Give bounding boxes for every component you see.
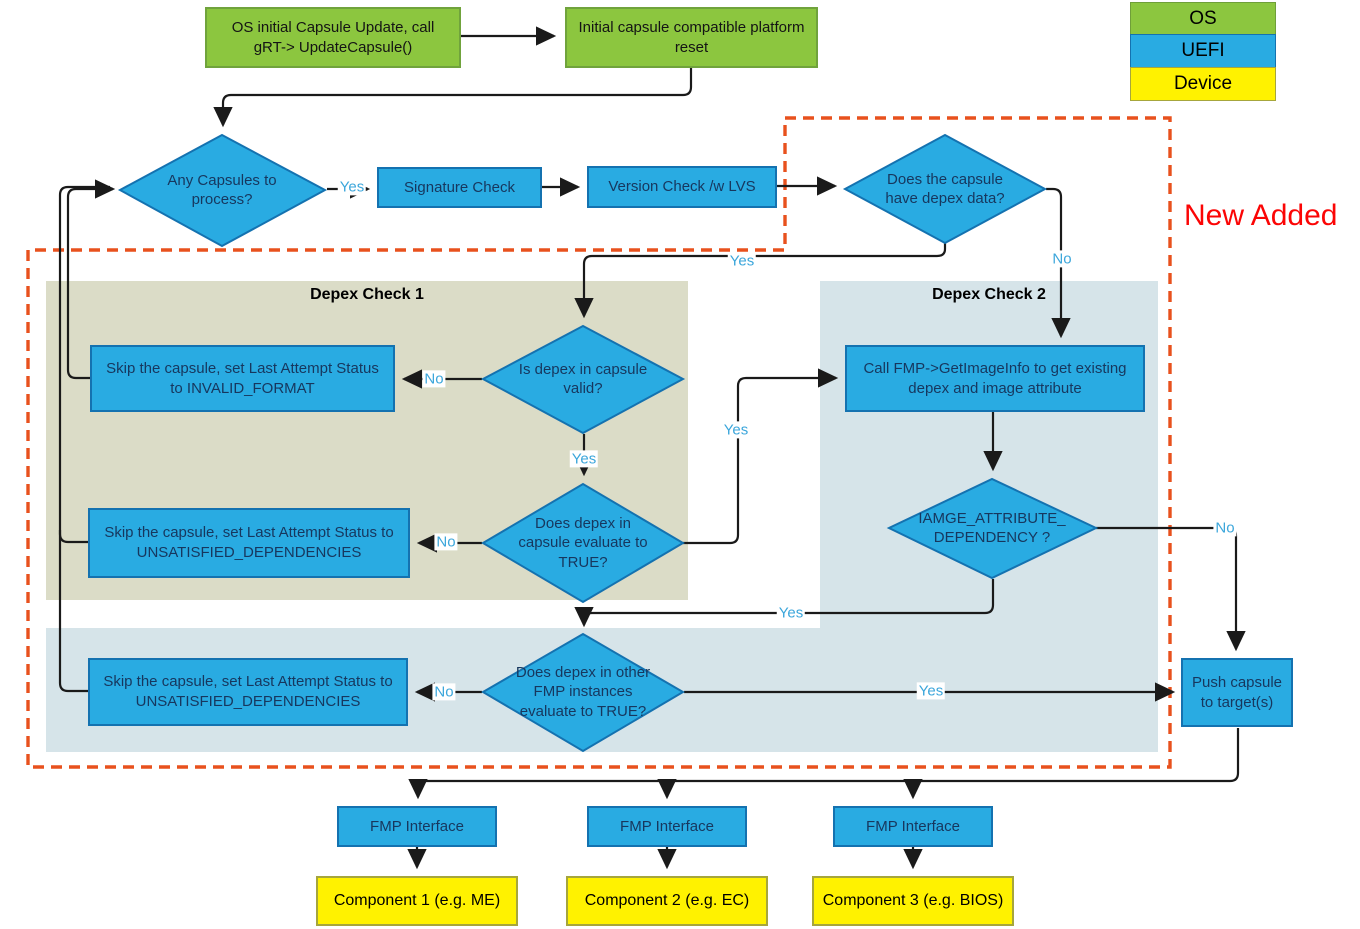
edge-unsatisfied2-feedback <box>58 530 88 693</box>
depex-evaluate-diamond <box>481 482 685 604</box>
node-fmp-interface-3: FMP Interface <box>833 806 993 847</box>
image-attribute-diamond-text: IAMGE_ATTRIBUTE_ DEPENDENCY ? <box>918 509 1066 547</box>
edge-depex-evaluate-yes <box>683 368 839 545</box>
node-os-update: OS initial Capsule Update, call gRT-> Up… <box>205 7 461 68</box>
node-component-3: Component 3 (e.g. BIOS) <box>812 876 1014 926</box>
node-platform-reset: Initial capsule compatible platform rese… <box>565 7 818 68</box>
node-get-image-info: Call FMP->GetImageInfo to get existing d… <box>845 345 1145 412</box>
edge-label-image-attribute-no: No <box>1213 519 1237 537</box>
node-component-1: Component 1 (e.g. ME) <box>316 876 518 926</box>
edge-label-image-attribute-yes: Yes <box>776 604 806 622</box>
new-added-annotation: New Added <box>1184 199 1338 232</box>
edge-label-depex-valid-yes: Yes <box>569 450 599 468</box>
edge-reset-to-any-capsules <box>213 68 693 128</box>
depex-check-1-title: Depex Check 1 <box>310 286 424 303</box>
legend-item-os: OS <box>1130 2 1276 36</box>
image-attribute-diamond <box>886 477 1099 580</box>
edge-unsatisfied1-feedback <box>58 185 110 544</box>
edge-label-other-fmp-yes: Yes <box>916 682 946 700</box>
node-version-check: Version Check /w LVS <box>587 166 777 208</box>
node-fmp-interface-1: FMP Interface <box>337 806 497 847</box>
have-depex-diamond-text: Does the capsule have depex data? <box>885 170 1005 208</box>
new-added-dashed-outline <box>26 116 1172 769</box>
edge-label-have-depex-no: No <box>1050 250 1074 268</box>
depex-valid-diamond <box>480 324 686 435</box>
edge-attribute-no <box>1096 526 1246 652</box>
node-fmp-interface-2: FMP Interface <box>587 806 747 847</box>
any-capsules-diamond-text: Any Capsules to process? <box>167 171 277 209</box>
edge-push-to-fmp1 <box>408 728 1240 800</box>
node-skip-unsatisfied-1: Skip the capsule, set Last Attempt Statu… <box>88 508 410 578</box>
depex-evaluate-diamond-text: Does depex in capsule evaluate to TRUE? <box>518 514 648 571</box>
edge-label-depex-evaluate-no: No <box>434 533 458 551</box>
node-skip-invalid-format: Skip the capsule, set Last Attempt Statu… <box>90 345 395 412</box>
legend-item-device: Device <box>1130 66 1276 101</box>
legend-item-uefi: UEFI <box>1130 34 1276 69</box>
have-depex-diamond <box>842 133 1048 245</box>
edge-have-depex-yes <box>574 243 947 319</box>
other-fmp-diamond-text: Does depex in other FMP instances evalua… <box>515 663 651 720</box>
node-skip-unsatisfied-2: Skip the capsule, set Last Attempt Statu… <box>88 658 408 726</box>
diamonds <box>117 133 1099 753</box>
edge-label-have-depex-yes: Yes <box>727 252 757 270</box>
node-push-capsule: Push capsule to target(s) <box>1181 658 1293 727</box>
node-component-2: Component 2 (e.g. EC) <box>566 876 768 926</box>
depex-valid-diamond-text: Is depex in capsule valid? <box>518 360 648 398</box>
edge-have-depex-no <box>1046 187 1071 339</box>
other-fmp-diamond <box>481 632 685 753</box>
edge-invalid-format-feedback <box>66 179 116 380</box>
legend: OS UEFI Device <box>1130 2 1276 101</box>
edge-label-depex-valid-no: No <box>422 370 446 388</box>
any-capsules-diamond <box>117 133 328 248</box>
depex-check-2-title: Depex Check 2 <box>932 286 1046 303</box>
edge-label-any-capsules-yes: Yes <box>337 178 367 196</box>
edge-label-other-fmp-no: No <box>432 683 456 701</box>
node-signature-check: Signature Check <box>377 167 542 208</box>
edge-label-depex-evaluate-yes: Yes <box>721 421 751 439</box>
